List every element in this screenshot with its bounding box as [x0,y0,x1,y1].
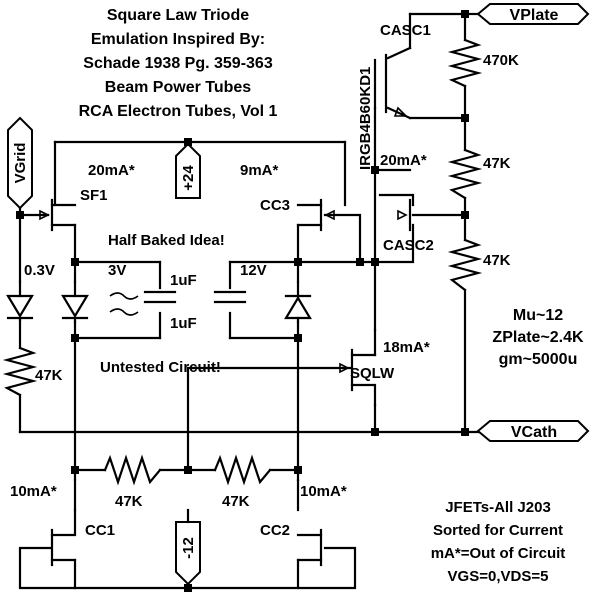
label-i-sqlw: 18mA* [383,339,430,356]
spec-mu: Mu~12 [513,307,563,324]
jfet-cc1 [50,508,77,567]
label-v-3: 3V [108,262,126,279]
label-r-47k-br: 47K [222,493,250,510]
resistor-47k-a [447,148,483,200]
port-plus24-label: +24 [180,165,197,191]
label-r-47k-a: 47K [483,155,511,172]
port-vgrid: VGrid [7,116,33,210]
label-sf1: SF1 [80,187,108,204]
junctions [16,10,469,592]
title-line-3: Schade 1938 Pg. 359-363 [83,55,273,72]
label-c2: 1uF [170,315,197,332]
label-untested: Untested Circuit! [100,359,221,376]
title-line-5: RCA Electron Tubes, Vol 1 [79,103,278,120]
diode-grid-0.3v [6,280,34,322]
resistor-47k-b [447,238,483,292]
diode-led-3v [61,280,89,324]
title-line-1: Square Law Triode [107,7,249,24]
port-minus12-label: -12 [180,537,197,559]
title-block: Square Law Triode Emulation Inspired By:… [79,7,278,120]
label-i-sf1: 20mA* [88,162,135,179]
label-casc2: CASC2 [383,237,434,254]
port-vplate-label: VPlate [510,7,559,24]
zener-12v [284,280,312,324]
capacitor-1 [143,290,177,304]
label-sqlw: SQLW [350,365,395,382]
notes-block: JFETs-All J203 Sorted for Current mA*=Ou… [431,499,566,585]
label-r-47k-bl: 47K [115,493,143,510]
label-v-12: 12V [240,262,267,279]
label-v-0.3: 0.3V [24,262,55,279]
jfet-sqlw [339,348,377,407]
note-4: VGS=0,VDS=5 [448,568,549,585]
label-cc3: CC3 [260,197,290,214]
resistor-47k-bl [103,454,162,486]
label-i-cc1: 10mA* [10,483,57,500]
port-vcath-label: VCath [511,424,557,441]
label-c1: 1uF [170,272,197,289]
note-1: JFETs-All J203 [445,499,551,516]
spec-zplate: ZPlate~2.4K [492,329,584,346]
label-i-cc3: 9mA* [240,162,279,179]
label-casc1: CASC1 [380,22,431,39]
optical-arrows [109,292,139,316]
resistor-47k-grid [2,346,38,397]
label-i-cc2: 10mA* [300,483,347,500]
label-i-casc: 20mA* [380,152,427,169]
jfet-cc2 [296,528,323,567]
spec-block: Mu~12 ZPlate~2.4K gm~5000u [492,307,584,368]
label-cc2: CC2 [260,522,290,539]
port-vplate: VPlate [476,3,590,25]
port-minus12: -12 [175,521,201,586]
title-line-2: Emulation Inspired By: [91,31,265,48]
label-r-470k: 470K [483,52,519,69]
label-r-47k-grid: 47K [35,367,63,384]
note-2: Sorted for Current [433,522,563,539]
component-labels: SF1 CC3 20mA* 9mA* Half Baked Idea! 0.3V… [10,22,519,539]
title-line-4: Beam Power Tubes [105,79,252,96]
jfet-casc2 [397,198,412,232]
jfet-cc3 [296,198,335,232]
label-r-47k-b: 47K [483,252,511,269]
resistor-47k-br [213,454,272,486]
spec-gm: gm~5000u [499,351,578,368]
resistor-470k [447,38,483,88]
port-vgrid-label: VGrid [12,143,29,184]
port-plus24: +24 [175,142,201,199]
label-cc1: CC1 [85,522,115,539]
jfet-sf1 [39,198,77,232]
igbt-casc1 [373,46,412,172]
note-3: mA*=Out of Circuit [431,545,566,562]
label-igbt: IRGB4B60KD1 [357,67,374,170]
port-vcath: VCath [476,420,590,442]
capacitor-2 [213,290,247,304]
label-half-baked: Half Baked Idea! [108,232,225,249]
